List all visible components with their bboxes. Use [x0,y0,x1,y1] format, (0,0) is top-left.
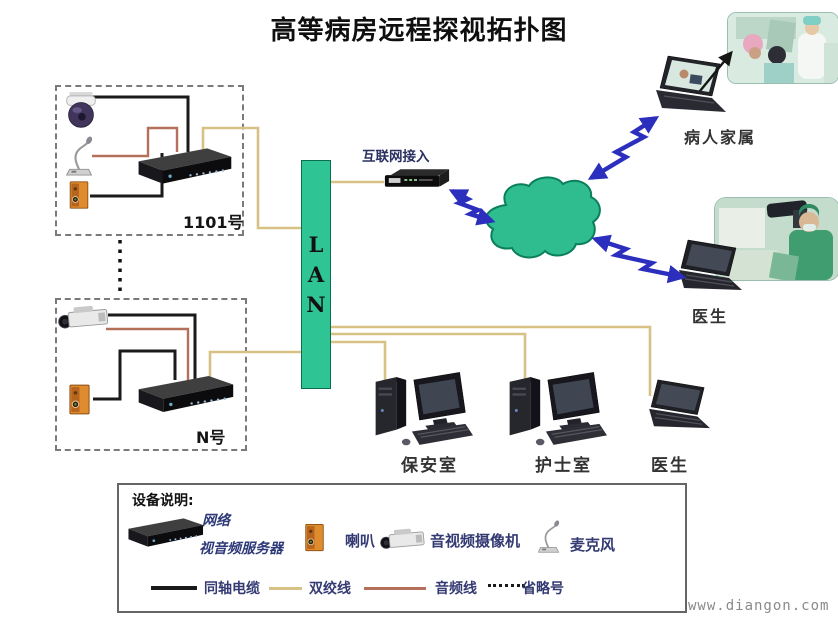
av-server-icon [138,148,232,184]
remote-doctor-laptop-icon [678,239,743,291]
ellipsis-label: 省略号 [522,581,564,597]
legend-speaker-label: 喇叭 [345,532,376,550]
internet-modem-icon [384,169,450,187]
family-laptop-icon [656,55,726,112]
link-arrow-modem-cloud [448,189,496,226]
coaxial-line-label: 同轴电缆 [204,581,260,597]
twisted-pair-label: 双绞线 [309,581,351,597]
coaxial-wires [86,95,197,401]
coaxial-wire-speaker2-server [93,349,177,401]
doctor-label: 医生 [651,456,689,476]
twisted-pair-wires [201,126,652,396]
legend-header: 设备说明: [132,493,194,509]
audio-line-label: 音频线 [435,581,477,597]
link-arrow-cloud-family [587,116,660,180]
coaxial-line-swatch [151,586,197,590]
doctor-laptop-icon [648,379,711,429]
internet-link-arrows [448,116,687,284]
av-camera-icon [380,527,425,550]
room-box-1101 [55,85,244,236]
audio-line-swatch [364,587,426,590]
coaxial-wire-cam2-server [108,313,197,380]
room-label-n: N号 [196,428,226,447]
audio-wire-cam2-server [106,327,190,380]
room-box-n [55,298,247,451]
guard-room-label: 保安室 [401,456,458,476]
twisted-pair-wire-lan-guard [329,340,387,383]
lan-letter: A [307,262,325,287]
microphone-icon [66,136,95,176]
lan-letter: L [308,232,324,257]
guard-room-pc-icon [374,371,473,446]
box-camera-icon [58,304,109,330]
speaker-icon [69,181,89,209]
family-view-photo-art [728,13,838,83]
network-av-server-icon [128,518,204,547]
nurse-room-label: 护士室 [535,456,592,476]
legend-camera-label: 音视频摄像机 [430,532,521,550]
legend-mic-label: 麦克风 [570,536,616,554]
twisted-pair-wire-room1-lan [201,126,302,230]
legend-box: 设备说明: 网络 视音频服务器 喇叭 音视频摄像机 麦克风 同轴电缆 双绞线 音… [117,483,687,613]
nurse-room-pc-icon [508,371,607,446]
speaker-icon [69,384,90,415]
family-label: 病人家属 [684,128,757,147]
internet-cloud [485,176,601,259]
twisted-pair-wire-lan-nurse [329,332,527,383]
ellipsis-swatch [488,584,525,587]
room-label-1101: 1101号 [183,213,244,232]
dome-camera-icon [66,92,96,128]
watermark: www.diangon.com [688,598,830,614]
lan-bar: L A N [301,160,331,389]
twisted-pair-swatch [269,587,302,590]
link-arrow-cloud-doctor [591,234,687,284]
audio-wires [92,126,190,380]
coaxial-wire-cam1-server [86,95,190,152]
av-server-icon [138,376,234,412]
audio-wire-mic1-server [92,126,179,158]
twisted-pair-wire-lan-doctor [329,325,652,396]
microphone-icon [538,520,562,553]
screen-zoom-arrow [699,50,733,92]
speaker-icon [305,523,324,552]
remote-doctor-label: 医生 [692,307,729,326]
page-title: 高等病房远程探视拓扑图 [270,16,568,46]
legend-server-label-line2: 视音频服务器 [199,541,283,557]
lan-letter: N [306,292,326,317]
twisted-pair-wire-room2-lan [208,350,302,377]
family-view-photo [727,12,838,84]
internet-access-label: 互联网接入 [362,149,430,165]
legend-server-label-line1: 网络 [202,513,230,529]
